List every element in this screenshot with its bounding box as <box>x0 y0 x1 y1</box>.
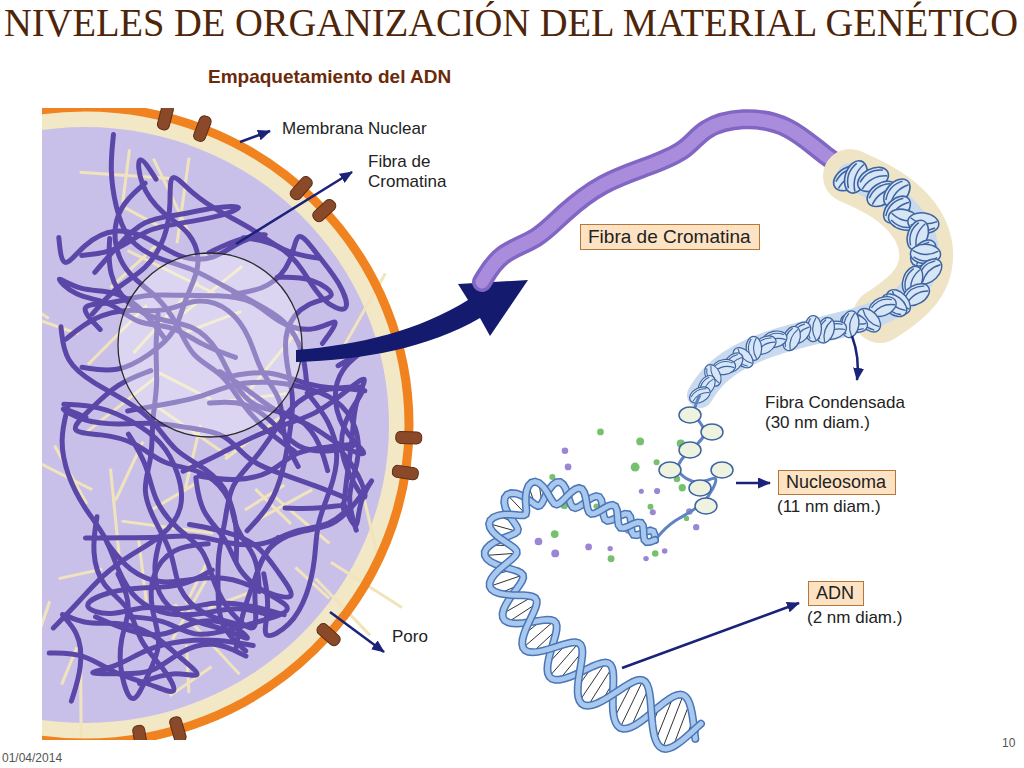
leader-arrow <box>330 612 384 652</box>
zoom-circle <box>118 253 302 437</box>
part-label: Membrana Nuclear <box>282 119 427 139</box>
box-label: Nucleosoma <box>786 472 886 493</box>
chromatin-fiber <box>109 239 328 471</box>
nucleosome-beads <box>655 395 733 540</box>
footer-text: 10 <box>1002 737 1015 751</box>
box-label: Fibra de Cromatina <box>588 226 751 248</box>
histone-dot <box>607 546 612 551</box>
chromatin-fiber <box>62 614 197 701</box>
part-label: Fibra de Cromatina <box>368 152 498 191</box>
histone-dot <box>654 459 660 465</box>
nuclear-pore <box>156 108 174 131</box>
zoom-arrow <box>296 280 528 362</box>
label-box: Nucleosoma(11 nm diam.) <box>778 470 896 495</box>
nuclear-pore <box>396 431 422 444</box>
size-note: (2 nm diam.) <box>807 608 902 628</box>
nucleosome-bead <box>701 424 723 440</box>
histone-dot <box>636 438 644 446</box>
tube-edge <box>482 119 862 282</box>
matrix-strand <box>42 284 49 318</box>
nuclear-pore <box>311 197 338 223</box>
nucleoplasm <box>42 127 389 723</box>
label-box: Fibra de Cromatina <box>580 224 760 250</box>
nuclear-pore <box>315 622 342 648</box>
nucleosome-bead <box>659 462 681 478</box>
nucleus-drawing <box>42 108 422 740</box>
chromatin-fiber <box>107 524 291 597</box>
matrix-strand <box>170 667 212 696</box>
leader-arrow <box>622 603 799 668</box>
nucleus-ground <box>42 108 413 740</box>
nucleosome-bead <box>711 462 733 478</box>
nuclear-pore <box>132 725 148 740</box>
page-title: NIVELES DE ORGANIZACIÓN DEL MATERIAL GEN… <box>4 0 1018 46</box>
histone-dot <box>662 548 668 554</box>
leader-arrow <box>236 172 352 244</box>
chromatin-fibers <box>49 135 371 701</box>
chromatin-fiber <box>93 640 253 674</box>
histone-dot <box>597 429 604 436</box>
leader-arrow <box>852 336 858 380</box>
fiber-core <box>700 176 926 395</box>
nucleosome-bead <box>689 480 711 496</box>
chromatin-tube <box>482 119 862 282</box>
dna-strand <box>485 482 696 739</box>
linker-dna <box>655 395 716 540</box>
footer-text: 01/04/2014 <box>2 752 62 766</box>
leader-arrows <box>236 131 858 668</box>
packaging-drawing <box>482 119 947 749</box>
label-box: ADN(2 nm diam.) <box>808 581 864 606</box>
histone-dot <box>643 556 648 561</box>
histone-dot <box>648 504 654 510</box>
histone-dot <box>654 488 660 494</box>
tube-body <box>482 119 862 282</box>
leader-arrow <box>240 131 270 142</box>
box-label: ADN <box>816 583 854 604</box>
histone-dot <box>562 447 569 454</box>
histone-dot <box>679 484 686 491</box>
matrix-strand <box>123 149 130 202</box>
dna-strand <box>489 482 701 749</box>
subtitle: Empaquetamiento del ADN <box>208 66 451 88</box>
histone-dot <box>652 550 659 557</box>
part-label: Fibra Condensada (30 nm diam.) <box>765 393 925 432</box>
dna-helix <box>485 482 701 749</box>
nucleosome-bead <box>679 407 701 423</box>
histone-dot <box>639 489 644 494</box>
condensed-fiber <box>687 158 947 407</box>
histone-dots <box>535 429 700 563</box>
size-note: (11 nm diam.) <box>777 497 881 517</box>
nuclear-membrane <box>42 108 409 740</box>
matrix-strand <box>42 601 50 657</box>
histone-dot <box>565 464 572 471</box>
histone-dot <box>608 555 615 562</box>
histone-dot <box>551 549 559 557</box>
histone-dot <box>631 463 640 472</box>
nuclear-pore <box>392 465 420 481</box>
histone-dot <box>585 544 592 551</box>
histone-dot <box>535 538 543 546</box>
nucleosome-bead <box>679 442 701 458</box>
histone-dot <box>693 524 699 530</box>
histone-dot <box>551 530 559 538</box>
strand-edge <box>489 482 701 749</box>
nuclear-pore <box>168 715 187 740</box>
nucleosome-bead <box>695 498 717 514</box>
part-label: Poro <box>392 627 428 647</box>
leader-arrow <box>736 482 770 485</box>
nuclear-pore <box>192 114 212 143</box>
strand-edge <box>485 482 696 739</box>
histone-dot <box>650 509 656 515</box>
